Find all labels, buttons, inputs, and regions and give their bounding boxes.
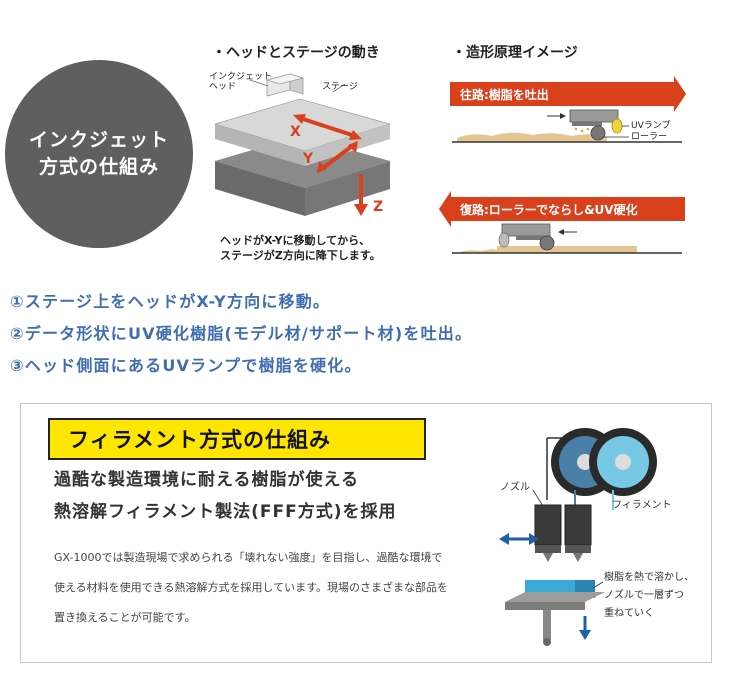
return-pass-label: 復路:ローラーでならし&UV硬化	[460, 202, 638, 217]
forward-arrowhead	[674, 76, 686, 112]
fff-illustration	[499, 428, 657, 646]
filament-heading-1: 過酷な製造環境に耐える樹脂が使える	[54, 470, 359, 490]
head-label-1: インクジェット	[209, 72, 273, 82]
steps-list: ①ステージ上をヘッドがX-Y方向に移動。 ②データ形状にUV硬化樹脂(モデル材/…	[10, 286, 472, 382]
x-axis-label: X	[290, 124, 301, 140]
filament-label: フィラメント	[612, 500, 672, 511]
step-3: ③ヘッド側面にあるUVランプで樹脂を硬化。	[10, 356, 362, 375]
process-desc-3: 重ねていく	[604, 608, 654, 619]
filament-spools	[551, 428, 657, 496]
badge-line-2: 方式の仕組み	[38, 156, 159, 178]
return-pass-bar: 復路:ローラーでならし&UV硬化	[450, 197, 685, 221]
forward-pass-bar: 往路:樹脂を吐出	[450, 82, 675, 106]
stage-label: ステージ	[322, 82, 358, 92]
z-axis-label: Z	[373, 199, 384, 215]
forward-pass-illustration	[452, 109, 682, 143]
filament-heading-2: 熱溶解フィラメント製法(FFF方式)を採用	[54, 502, 397, 522]
diagram-caption-2: ステージがZ方向に降下します。	[220, 249, 381, 262]
filament-body-1: GX-1000では製造現場で求められる「壊れない強度」を目指し、過酷な環境で	[54, 551, 443, 564]
filament-body-3: 置き換えることが可能です。	[54, 611, 196, 624]
head-stage-title: ・ヘッドとステージの動き	[212, 45, 380, 61]
process-desc-2: ノズルで一層ずつ	[604, 590, 684, 601]
build-plate	[505, 592, 605, 602]
principle-title: ・造形原理イメージ	[452, 45, 578, 61]
uv-lamp	[611, 118, 623, 134]
badge-line-1: インクジェット	[28, 129, 169, 151]
return-pass-illustration	[452, 223, 682, 254]
roller-label: ローラー	[631, 132, 668, 142]
nozzle-left	[534, 504, 562, 546]
filament-title: フィラメント方式の仕組み	[48, 418, 426, 460]
y-axis-label: Y	[303, 151, 314, 167]
forward-pass-label: 往路:樹脂を吐出	[460, 87, 549, 102]
filament-body-2: 使える材料を使用できる熱溶解方式を採用しています。現場のさまざまな部品を	[54, 581, 449, 594]
head-label-2: ヘッド	[209, 82, 237, 92]
inkjet-method-badge: インクジェット 方式の仕組み	[5, 60, 193, 248]
nozzle-label: ノズル	[500, 482, 530, 493]
roller	[590, 125, 606, 141]
uv-lamp-label: UVランプ	[631, 121, 671, 131]
process-desc-1: 樹脂を熱で溶かし、	[604, 572, 694, 583]
nozzle-right	[564, 504, 592, 546]
step-2: ②データ形状にUV硬化樹脂(モデル材/サポート材)を吐出。	[10, 324, 473, 343]
diagram-caption-1: ヘッドがX-Yに移動してから、	[220, 234, 371, 247]
step-1: ①ステージ上をヘッドがX-Y方向に移動。	[10, 292, 331, 311]
head-stage-diagram	[213, 73, 392, 216]
return-arrowhead	[439, 191, 451, 227]
print-head	[569, 109, 619, 123]
